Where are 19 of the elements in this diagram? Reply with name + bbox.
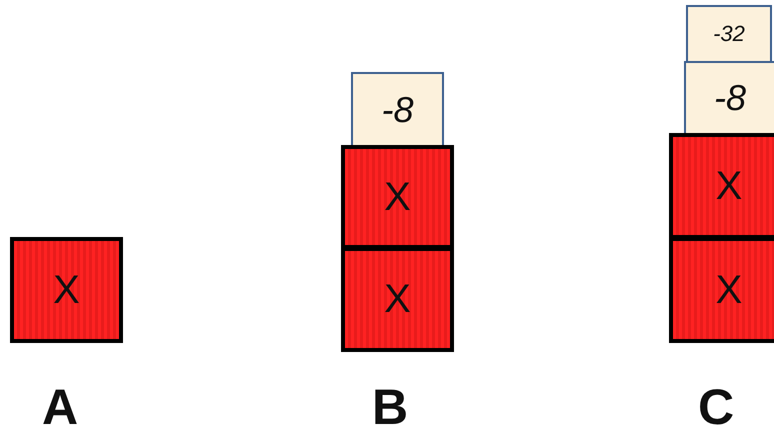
variable-tile xyxy=(341,145,454,249)
variable-tile xyxy=(341,247,454,352)
constant-label: -32 xyxy=(713,21,745,47)
variable-label: X xyxy=(53,268,80,312)
panel-letter: B xyxy=(372,378,408,431)
variable-tile xyxy=(669,133,774,239)
variable-label: X xyxy=(384,174,411,220)
variable-tile xyxy=(669,237,774,343)
constant-tile xyxy=(684,61,774,135)
constant-label: -8 xyxy=(381,88,414,130)
variable-label: X xyxy=(384,277,411,322)
variable-label: X xyxy=(716,268,742,312)
panel-letter: A xyxy=(42,378,78,431)
constant-tile xyxy=(686,5,772,63)
variable-tile xyxy=(10,237,123,343)
variable-label: X xyxy=(716,164,742,208)
constant-tile xyxy=(351,72,444,147)
constant-label: -8 xyxy=(714,77,746,119)
panel-letter: C xyxy=(698,378,734,431)
